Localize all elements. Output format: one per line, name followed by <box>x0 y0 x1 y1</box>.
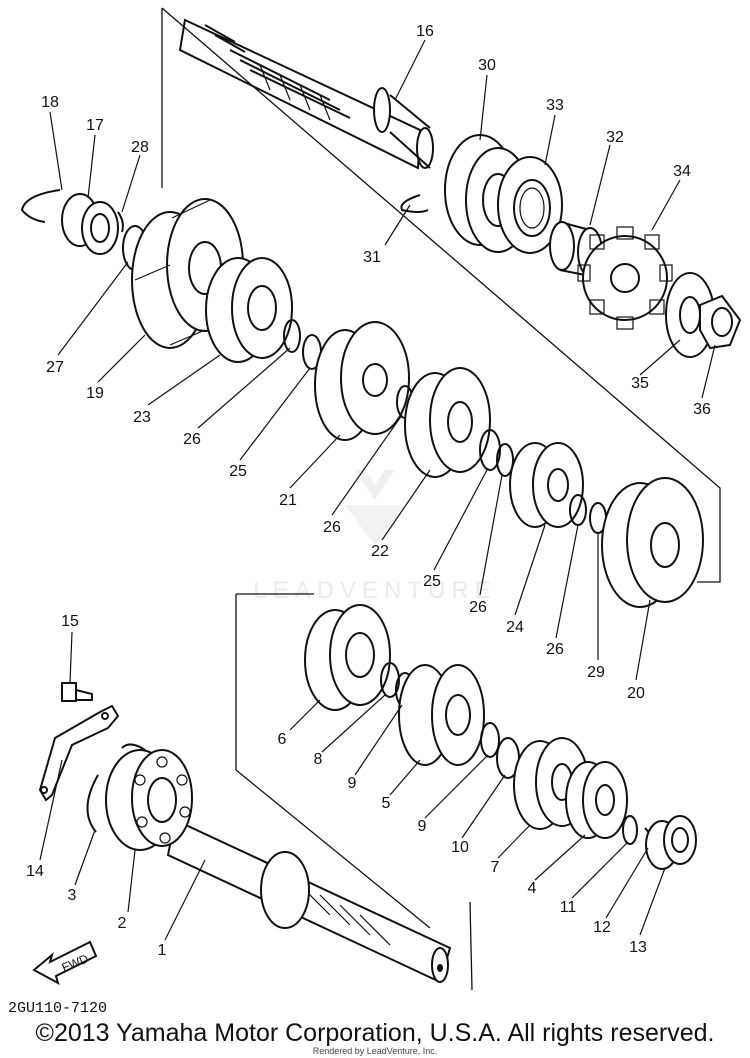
part-label-35: 35 <box>631 375 649 392</box>
part-label-28: 28 <box>131 139 149 156</box>
part-label-12: 12 <box>593 919 611 936</box>
drive-axle-shaft <box>166 818 452 984</box>
part-label-26-b: 26 <box>323 519 341 536</box>
part-label-31: 31 <box>363 249 381 266</box>
part-label-24: 24 <box>506 619 524 636</box>
part-label-36: 36 <box>693 401 711 418</box>
part-label-22: 22 <box>371 543 389 560</box>
drive-axle-frame <box>235 593 473 991</box>
gear-20 <box>601 477 704 608</box>
part-label-6: 6 <box>278 731 287 748</box>
main-axle-frame <box>161 7 721 583</box>
part-label-34: 34 <box>673 163 691 180</box>
part-label-5: 5 <box>382 795 391 812</box>
circlip-28 <box>117 211 124 233</box>
watermark-text: LEADVENTURE <box>253 577 496 604</box>
oil-seal-33 <box>497 156 563 254</box>
part-label-15: 15 <box>61 613 79 630</box>
part-number-labels: 16 30 33 32 34 35 36 31 18 17 28 27 19 2… <box>26 23 711 959</box>
washer-26-c <box>496 443 514 477</box>
gear-22 <box>404 367 491 478</box>
main-axle-shaft <box>178 18 434 170</box>
bolt-15 <box>61 682 93 702</box>
part-label-14: 14 <box>26 863 44 880</box>
part-label-4: 4 <box>528 880 537 897</box>
washer-8 <box>380 662 400 698</box>
part-label-16: 16 <box>416 23 434 40</box>
part-label-2: 2 <box>118 915 127 932</box>
drive-sprocket-34 <box>577 226 673 330</box>
part-label-23: 23 <box>133 409 151 426</box>
gear-23 <box>205 257 293 363</box>
gear-6 <box>304 604 391 711</box>
bearing-17 <box>61 193 119 255</box>
circlip-9-b <box>480 722 500 758</box>
part-label-21: 21 <box>279 492 297 509</box>
part-label-26-d: 26 <box>546 641 564 658</box>
copyright-notice: ©2013 Yamaha Motor Corporation, U.S.A. A… <box>35 1019 715 1047</box>
part-label-32: 32 <box>606 129 624 146</box>
part-label-1: 1 <box>158 942 167 959</box>
fwd-arrow-icon: FWD <box>32 940 98 986</box>
part-label-19: 19 <box>86 385 104 402</box>
part-label-26-c: 26 <box>469 599 487 616</box>
part-label-8: 8 <box>314 751 323 768</box>
circlip-3 <box>86 774 99 833</box>
bearing-2 <box>105 749 193 851</box>
nut-36 <box>699 294 742 350</box>
washer-26-a <box>283 319 301 353</box>
part-label-33: 33 <box>546 97 564 114</box>
bearing-stopper-plate-14 <box>38 704 120 802</box>
gear-4 <box>565 761 628 839</box>
part-label-25-a: 25 <box>229 463 247 480</box>
part-label-29: 29 <box>587 664 605 681</box>
gear-24 <box>509 442 584 528</box>
part-label-25-b: 25 <box>423 573 441 590</box>
part-label-3: 3 <box>68 887 77 904</box>
part-label-20: 20 <box>627 685 645 702</box>
gear-5 <box>398 664 485 766</box>
part-label-30: 30 <box>478 57 496 74</box>
part-label-10: 10 <box>451 839 469 856</box>
part-label-11: 11 <box>560 899 577 916</box>
gear-21 <box>314 321 410 441</box>
leadventure-watermark: LEADVENTURE <box>253 470 496 604</box>
part-label-26-a: 26 <box>183 431 201 448</box>
leader-lines <box>39 39 716 941</box>
part-label-27: 27 <box>46 359 64 376</box>
washer-11 <box>622 815 638 845</box>
circlip-top-3 <box>121 743 146 751</box>
part-label-9-a: 9 <box>348 775 357 792</box>
part-label-13: 13 <box>629 939 647 956</box>
part-label-7: 7 <box>491 859 500 876</box>
part-label-18: 18 <box>41 94 59 111</box>
rendered-by-notice: Rendered by LeadVenture, Inc. <box>312 1046 438 1056</box>
bearing-13 <box>645 815 697 870</box>
circlip-31 <box>400 194 429 213</box>
diagram-reference-code: 2GU110-7120 <box>8 1000 108 1017</box>
part-label-9-b: 9 <box>418 818 427 835</box>
circlip-25-b <box>479 429 501 471</box>
part-label-17: 17 <box>86 117 104 134</box>
circlip-18 <box>20 189 61 223</box>
